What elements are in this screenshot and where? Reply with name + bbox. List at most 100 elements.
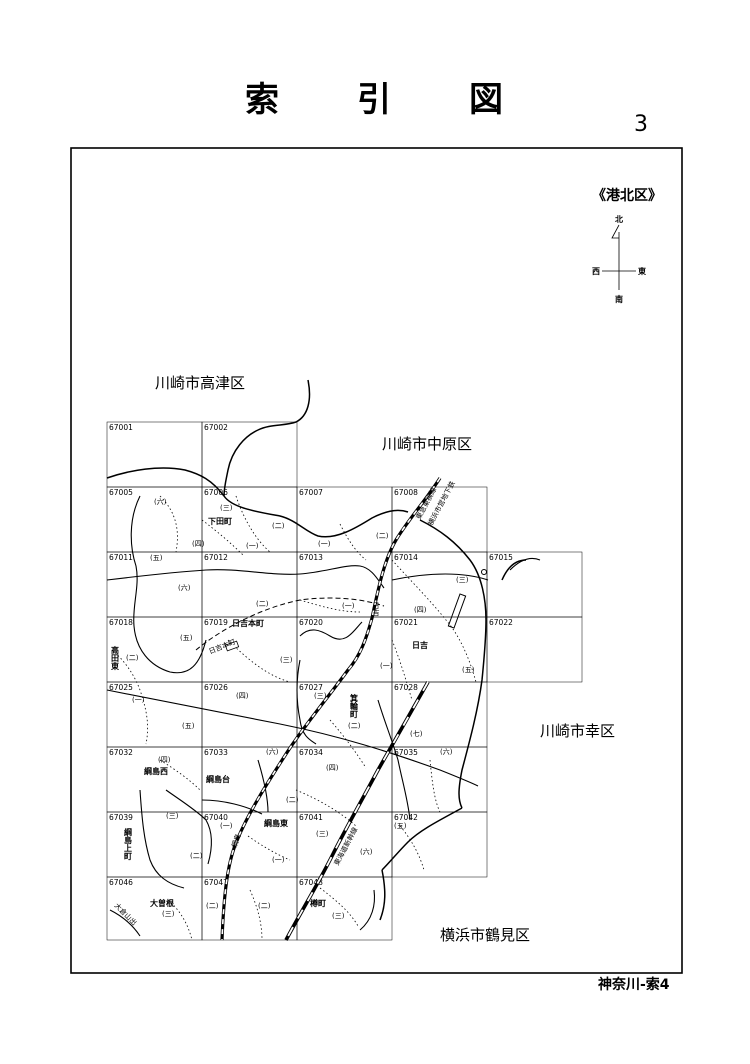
tile-67035[interactable]: 67035	[394, 748, 418, 757]
chome-label: (五)	[182, 722, 195, 730]
chome-label: (三)	[220, 504, 233, 512]
page-title: 索引図	[0, 72, 750, 121]
label-tarumachi: 樽町	[310, 898, 326, 908]
tile-67014[interactable]: 67014	[394, 553, 418, 562]
tile-67002[interactable]: 67002	[204, 423, 228, 432]
road-5	[296, 659, 317, 745]
tile-67022[interactable]: 67022	[489, 618, 513, 627]
label-tsunashima-dai: 綱島台	[206, 774, 230, 784]
label-hiyoshi: 日吉	[412, 640, 428, 650]
road-4	[299, 621, 363, 640]
label-shimoda: 下田町	[208, 517, 232, 526]
map-frame	[70, 147, 683, 974]
tile-67025[interactable]: 67025	[109, 683, 133, 692]
chome-label: (四)	[158, 756, 171, 764]
chome-label: (二)	[348, 722, 361, 730]
chome-label: (一)	[342, 602, 355, 610]
chome-label: (三)	[166, 812, 179, 820]
road-6	[165, 789, 213, 865]
label-hiyoshihoncho-station: 日吉本町	[207, 637, 236, 656]
tile-67011[interactable]: 67011	[109, 553, 133, 562]
tile-labels: 67001 67002 67005 67006 67007 67008 6701…	[109, 423, 513, 887]
chome-label: (三)	[456, 576, 469, 584]
tile-grid	[106, 421, 583, 941]
chome-label: (二)	[376, 532, 389, 540]
tile-67021[interactable]: 67021	[394, 618, 418, 627]
tile-67040[interactable]: 67040	[204, 813, 228, 822]
page-number: 3	[634, 112, 648, 137]
chome-label: (六)	[360, 847, 373, 856]
tile-67007[interactable]: 67007	[299, 488, 323, 497]
chome-label: (二)	[206, 902, 219, 910]
chome-label: (一)	[220, 822, 233, 830]
road-2	[106, 689, 479, 787]
road-11	[377, 699, 411, 821]
region-nakahara: 川崎市中原区	[382, 435, 472, 453]
tile-67001[interactable]: 67001	[109, 423, 133, 432]
chome-label: (五)	[462, 666, 475, 674]
dot-3	[201, 519, 245, 557]
tile-67018[interactable]: 67018	[109, 618, 133, 627]
dot-1	[159, 495, 178, 553]
tile-67041[interactable]: 67041	[299, 813, 323, 822]
dot-17	[319, 887, 359, 927]
dot-14	[399, 825, 425, 871]
tile-67047[interactable]: 67047	[204, 878, 228, 887]
tile-67039[interactable]: 67039	[109, 813, 133, 822]
chome-label: (二)	[190, 852, 203, 860]
road-14	[391, 573, 489, 581]
road-1	[106, 565, 385, 589]
dot-18	[329, 719, 367, 769]
chome-label: (三)	[316, 830, 329, 838]
chome-label: (五)	[180, 634, 193, 642]
tile-67032[interactable]: 67032	[109, 748, 133, 757]
tile-67008[interactable]: 67008	[394, 488, 418, 497]
compass-south: 南	[615, 294, 623, 304]
compass-north: 北	[615, 214, 623, 224]
road-3	[130, 495, 207, 674]
tile-67020[interactable]: 67020	[299, 618, 323, 627]
road-10	[109, 909, 141, 937]
chome-label: (三)	[332, 912, 345, 920]
ward-label: 《港北区》	[592, 187, 662, 204]
tile-67028[interactable]: 67028	[394, 683, 418, 692]
label-hiyoshi-station: 日吉	[372, 602, 380, 617]
tile-67013[interactable]: 67013	[299, 553, 323, 562]
tile-67005[interactable]: 67005	[109, 488, 133, 497]
tile-67034[interactable]: 67034	[299, 748, 323, 757]
tile-67019[interactable]: 67019	[204, 618, 228, 627]
boundary-saiwai	[419, 519, 487, 809]
tile-67015[interactable]: 67015	[489, 553, 513, 562]
chome-label: (六)	[154, 497, 167, 506]
tile-67046[interactable]: 67046	[109, 878, 133, 887]
tile-67033[interactable]: 67033	[204, 748, 228, 757]
dot-4	[339, 523, 367, 561]
label-tsunashima-station: 綱島	[229, 832, 242, 848]
railway-main	[220, 477, 442, 941]
town-boundaries	[111, 495, 477, 941]
title-char-3: 図	[469, 80, 505, 120]
tile-67048[interactable]: 67048	[299, 878, 323, 887]
boundary-tsurumi-east	[379, 869, 386, 921]
title-char-2: 引	[357, 80, 393, 120]
tile-67006[interactable]: 67006	[204, 488, 228, 497]
tile-67027[interactable]: 67027	[299, 683, 323, 692]
tile-67026[interactable]: 67026	[204, 683, 228, 692]
dot-16	[249, 889, 263, 941]
railway-shinkansen	[284, 681, 430, 941]
tile-67042[interactable]: 67042	[394, 813, 418, 822]
dot-7	[391, 639, 413, 701]
chome-label: (四)	[414, 606, 427, 614]
label-tsunashima-nishi: 綱島西	[144, 766, 168, 776]
road-12	[359, 889, 376, 931]
dot-6	[299, 599, 361, 613]
chome-label: (三)	[162, 910, 175, 918]
tile-67012[interactable]: 67012	[204, 553, 228, 562]
boundary-takatsu-south	[106, 467, 225, 497]
label-takada-higashi: 高田東	[111, 645, 120, 671]
dot-12	[247, 835, 291, 861]
dot-8	[111, 649, 148, 745]
label-tsunashima-higashi: 綱島東	[264, 818, 288, 828]
compass-west: 西	[592, 267, 600, 276]
